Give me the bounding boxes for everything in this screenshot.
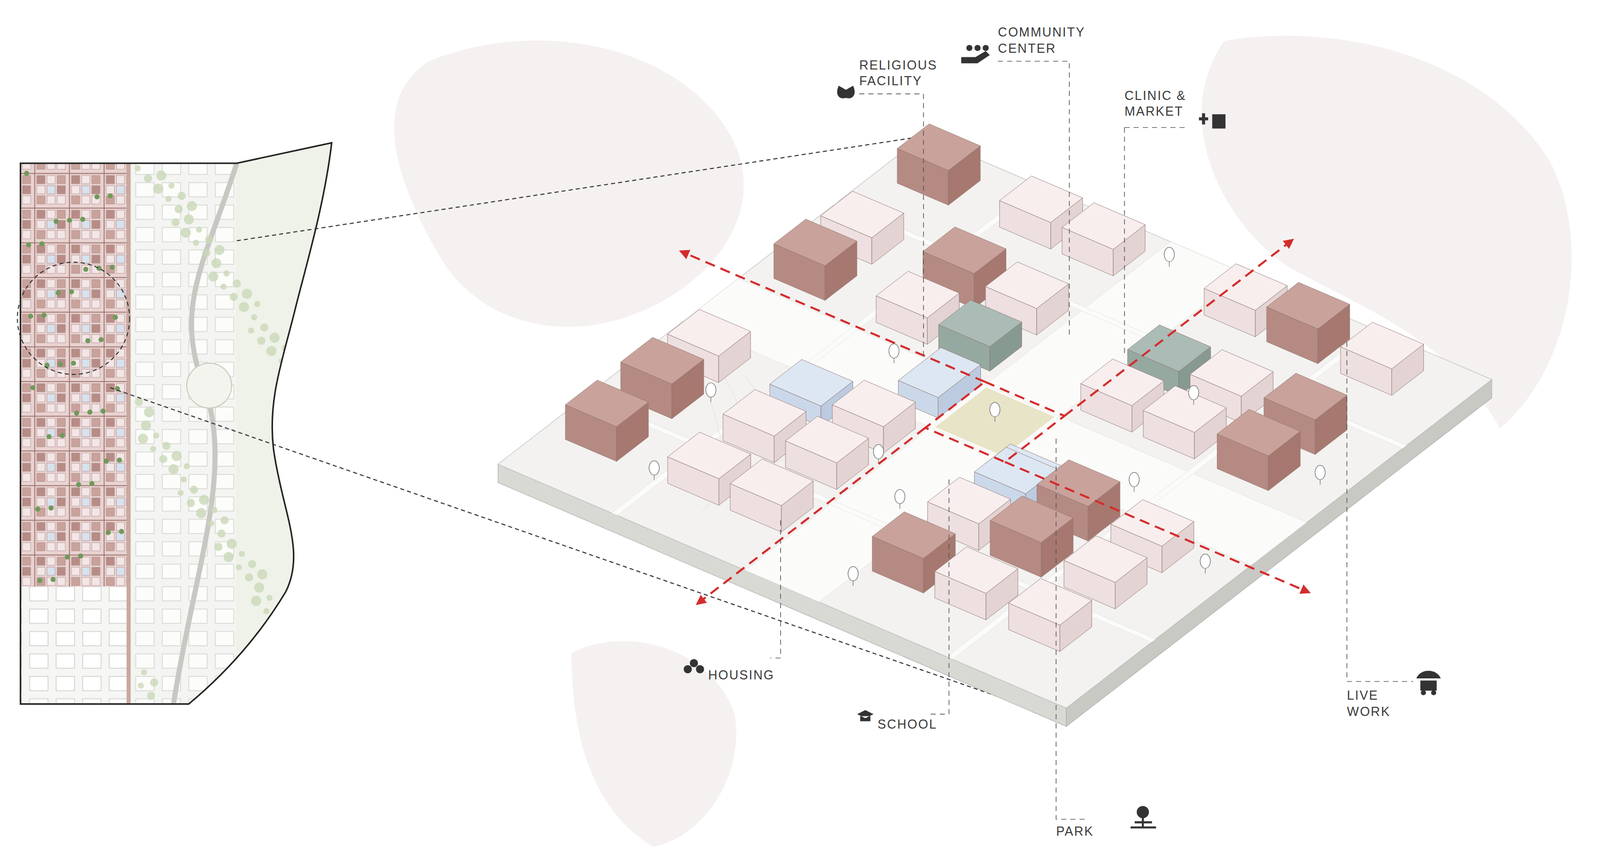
callout-label: PARK (1056, 823, 1094, 840)
wheel-icon (1420, 690, 1426, 696)
isometric-block (497, 123, 1492, 727)
callout-label: RELIGIOUS FACILITY (859, 57, 938, 90)
background-map (393, 35, 1572, 847)
tree-symbol (847, 566, 859, 587)
tree-symbol (1314, 465, 1325, 485)
tree-symbol (1129, 472, 1140, 492)
callout-label: HOUSING (708, 667, 775, 684)
person-icon (982, 44, 989, 51)
leader-lines (770, 61, 1414, 820)
school-icon (857, 709, 874, 722)
people-icon (683, 665, 692, 674)
people-icon (695, 665, 704, 674)
bench-icon (1130, 816, 1156, 829)
tree-symbol (1164, 247, 1175, 267)
building-block (1340, 322, 1424, 396)
tree-symbol (894, 489, 905, 509)
circulation-route (683, 242, 1307, 603)
building-block (1217, 409, 1301, 491)
person-icon (966, 44, 973, 51)
tree-symbol (1200, 554, 1211, 574)
tree-symbol (649, 460, 660, 481)
tree-symbol (705, 383, 717, 403)
tree-symbol (989, 402, 1000, 422)
building-block (1008, 578, 1093, 652)
tree-symbol (889, 344, 900, 364)
building-block (897, 123, 981, 206)
market-icon (1212, 114, 1226, 129)
person-icon (974, 44, 981, 51)
callout-label: COMMUNITY CENTER (998, 24, 1086, 57)
community-icon (961, 51, 990, 64)
people-icon (689, 659, 698, 668)
clinic-icon (1199, 113, 1209, 125)
wheel-icon (1431, 690, 1437, 696)
building-block (934, 547, 1018, 621)
building-block (1062, 202, 1146, 277)
tree-symbol (1188, 385, 1199, 405)
building-block (1143, 385, 1227, 459)
hands-icon (837, 85, 856, 99)
callout-label: LIVE WORK (1346, 687, 1391, 720)
building-block (565, 380, 649, 462)
cart-icon (1416, 670, 1441, 691)
building-block (1266, 282, 1350, 364)
callout-label: CLINIC & MARKET (1124, 87, 1201, 120)
building-block (730, 459, 814, 533)
callout-icons (683, 44, 1441, 829)
callout-label: SCHOOL (877, 716, 938, 733)
building-block (773, 219, 858, 301)
